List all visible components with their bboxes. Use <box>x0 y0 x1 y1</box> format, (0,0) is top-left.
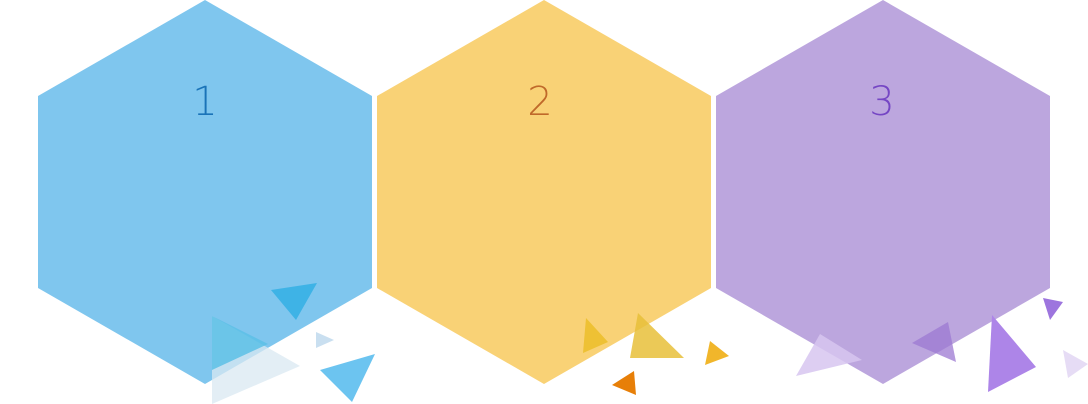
hexagon-step-1: 1 <box>38 0 372 384</box>
hexagon-shape-2 <box>377 0 711 384</box>
decorative-triangles-purple <box>796 298 1088 392</box>
step-number-1: 1 <box>192 79 217 125</box>
triangle-decoration <box>316 332 334 348</box>
triangle-decoration <box>705 341 729 365</box>
triangle-decoration <box>988 315 1036 392</box>
triangle-decoration <box>320 354 375 402</box>
triangle-decoration <box>583 318 608 353</box>
decorative-triangles-blue <box>212 283 375 404</box>
hexagon-shape-1 <box>38 0 372 384</box>
step-number-2: 2 <box>527 79 552 125</box>
triangle-decoration <box>1043 298 1063 320</box>
triangle-decoration <box>796 334 862 376</box>
triangle-decoration <box>630 313 684 358</box>
triangle-decoration <box>271 283 317 320</box>
hexagon-step-2: 2 <box>377 0 711 384</box>
triangle-decoration <box>912 322 956 362</box>
decorative-triangles-yellow <box>583 313 729 395</box>
hexagon-step-3: 3 <box>716 0 1050 384</box>
triangle-decoration <box>612 371 636 395</box>
triangle-decoration <box>212 316 268 370</box>
step-number-3: 3 <box>869 79 894 125</box>
hexagon-shape-3 <box>716 0 1050 384</box>
triangle-decoration <box>1063 350 1088 378</box>
